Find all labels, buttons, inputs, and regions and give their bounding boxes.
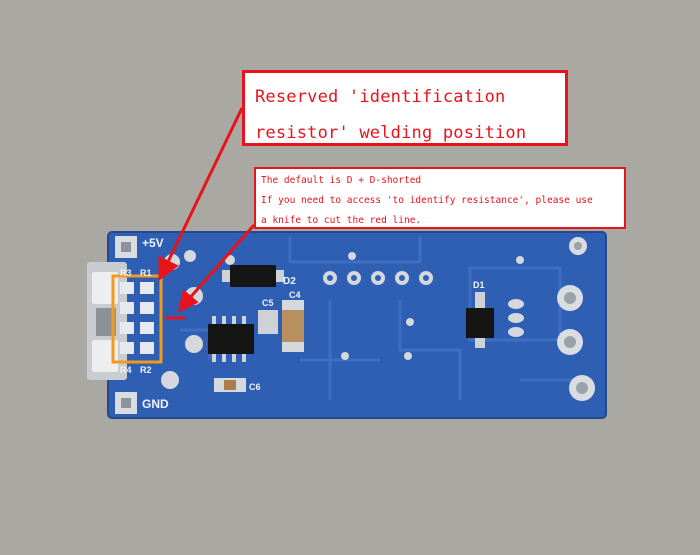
output-pads	[557, 237, 595, 401]
c5-capacitor	[258, 310, 278, 334]
label-r2: R2	[140, 365, 152, 375]
label-c4: C4	[289, 290, 301, 300]
label-r3: R3	[120, 268, 132, 278]
label-r1: R1	[140, 268, 152, 278]
label-r4: R4	[120, 365, 132, 375]
callout-note-line1: The default is D + D-shorted	[261, 175, 422, 186]
c4-capacitor	[282, 300, 304, 352]
resistor-pads	[120, 282, 154, 354]
d2-diode	[230, 265, 276, 287]
arrow-head-short	[177, 289, 199, 313]
ic-chip	[208, 324, 254, 354]
label-d2: D2	[283, 276, 296, 287]
callout-note-line3: a knife to cut the red line.	[261, 215, 422, 226]
callout-note-line2: If you need to access 'to identify resis…	[261, 195, 593, 206]
label-gnd: GND	[142, 397, 169, 411]
callout-arrows	[158, 107, 256, 313]
callout-short-note: The default is D + D-shorted If you need…	[254, 167, 626, 229]
callout-main-line2: resistor' welding position	[255, 123, 527, 143]
callout-main-line1: Reserved 'identification	[255, 87, 506, 107]
arrow-head-resistor	[158, 255, 179, 281]
d1-diode	[466, 308, 494, 338]
label-d1: D1	[473, 280, 485, 290]
label-plus5v: +5V	[142, 236, 164, 250]
label-c6: C6	[249, 382, 261, 392]
label-c5: C5	[262, 298, 274, 308]
pcb-board	[108, 232, 606, 418]
callout-resistor-position: Reserved 'identification resistor' weldi…	[242, 70, 568, 146]
highlight-box	[111, 274, 163, 364]
